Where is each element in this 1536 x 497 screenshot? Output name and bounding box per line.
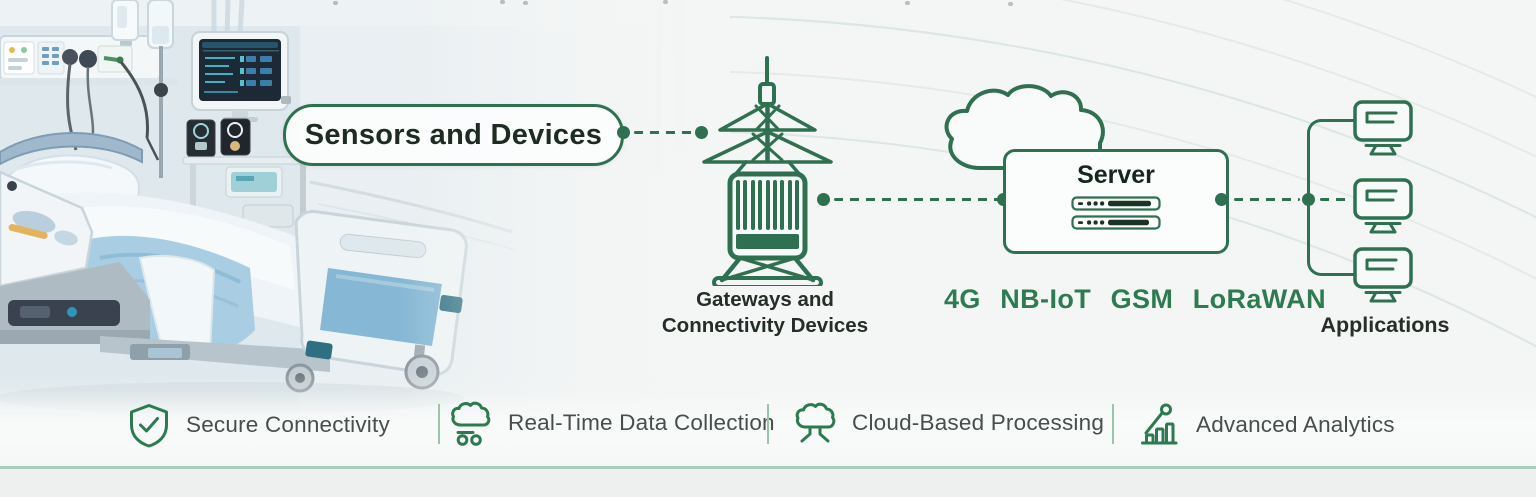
- connector-dashes: [634, 130, 694, 134]
- applications-bracket: [1307, 119, 1356, 276]
- connector-dashes: [1320, 197, 1350, 201]
- feature-label: Advanced Analytics: [1196, 412, 1395, 437]
- feature-advanced-analytics: Advanced Analytics: [1136, 402, 1395, 448]
- footer-strip: [0, 468, 1536, 497]
- server-box: Server: [1003, 149, 1229, 254]
- feature-label: Real-Time Data Collection: [508, 410, 775, 435]
- protocol-gsm: GSM: [1110, 284, 1174, 314]
- cropped-text-remnant: [663, 0, 668, 4]
- feature-cloud-processing: Cloud-Based Processing: [792, 400, 1104, 446]
- monitor-icon: [1353, 247, 1413, 303]
- server-rack-row: [1071, 215, 1161, 230]
- server-label: Server: [1077, 161, 1155, 189]
- cropped-text-remnant: [333, 1, 338, 5]
- monitor-icon: [1353, 178, 1413, 234]
- gateway-label-line1: Gateways and: [696, 288, 834, 311]
- cropped-text-remnant: [523, 1, 528, 5]
- cropped-text-remnant: [500, 0, 505, 4]
- feature-label: Secure Connectivity: [186, 412, 390, 437]
- protocol-nbiot: NB-IoT: [1000, 284, 1092, 314]
- server-rack-row: [1071, 196, 1161, 211]
- applications-label: Applications: [1320, 313, 1450, 337]
- protocol-4g: 4G: [944, 284, 981, 314]
- footer-divider-line: [0, 466, 1536, 469]
- connector-dot: [817, 192, 830, 206]
- server-racks-icon: [1071, 196, 1161, 230]
- connector-dot: [617, 125, 630, 139]
- cloud-icon: [944, 84, 1105, 170]
- patient-monitor: [191, 31, 291, 122]
- cropped-text-remnant: [905, 1, 910, 5]
- cloud-tree-icon: [795, 402, 836, 443]
- protocols-row: 4G NB-IoT GSM LoRaWAN: [944, 284, 1326, 315]
- connector-dashes: [1234, 197, 1300, 201]
- analytics-chart-icon: [1141, 403, 1178, 445]
- connector-dot: [1215, 192, 1228, 206]
- protocol-lorawan: LoRaWAN: [1192, 284, 1326, 314]
- cropped-text-remnant: [1008, 2, 1013, 6]
- feature-label: Cloud-Based Processing: [852, 410, 1105, 435]
- shield-check-icon: [130, 404, 168, 448]
- feature-divider: [438, 404, 440, 444]
- gateway-label-line2: Connectivity Devices: [661, 313, 869, 337]
- iv-stand: [111, 0, 174, 178]
- connector-dashes: [834, 197, 1000, 201]
- cloud-realtime-icon: [451, 401, 491, 446]
- feature-secure-connectivity: Secure Connectivity: [126, 402, 390, 448]
- gateway-label: Gateways and Connectivity Devices: [640, 287, 890, 338]
- monitor-icon: [1353, 100, 1413, 156]
- transmission-tower-icon: [702, 56, 833, 286]
- connector-dot: [695, 125, 708, 139]
- sensors-devices-label: Sensors and Devices: [304, 118, 603, 151]
- feature-divider: [767, 404, 769, 444]
- feature-divider: [1112, 404, 1114, 444]
- sensors-devices-pill: Sensors and Devices: [283, 104, 624, 166]
- feature-realtime-data: Real-Time Data Collection: [448, 400, 775, 446]
